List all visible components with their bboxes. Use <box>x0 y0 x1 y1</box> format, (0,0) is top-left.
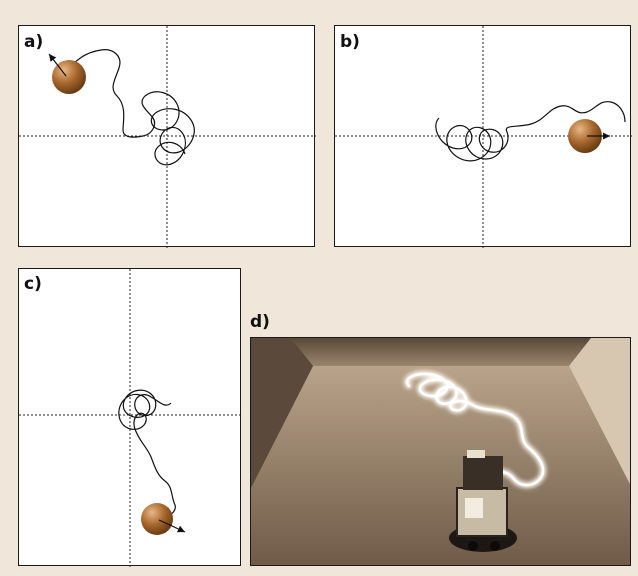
trajectory-plot-c <box>18 268 241 566</box>
arena-photo-canvas <box>251 338 631 566</box>
panel-label-c: c) <box>24 276 42 293</box>
robot-trajectory <box>67 50 194 165</box>
arena-photo <box>250 337 631 566</box>
robot-light <box>467 450 485 458</box>
robot-head <box>463 456 503 490</box>
robot-trajectory <box>119 390 175 519</box>
trajectory-plot-a-canvas <box>19 26 316 248</box>
panel-label-a: a) <box>24 34 43 51</box>
back-wall <box>291 338 591 366</box>
panel-label-b: b) <box>340 34 360 51</box>
panel-label-d: d) <box>250 314 270 331</box>
trajectory-plot-b <box>334 25 631 247</box>
robot-panel <box>465 498 483 518</box>
robot-wheel <box>490 541 500 551</box>
trajectory-plot-b-canvas <box>335 26 632 248</box>
robot-wheel <box>468 541 478 551</box>
trajectory-plot-c-canvas <box>19 269 242 567</box>
ball <box>141 503 173 535</box>
trajectory-plot-a <box>18 25 315 247</box>
